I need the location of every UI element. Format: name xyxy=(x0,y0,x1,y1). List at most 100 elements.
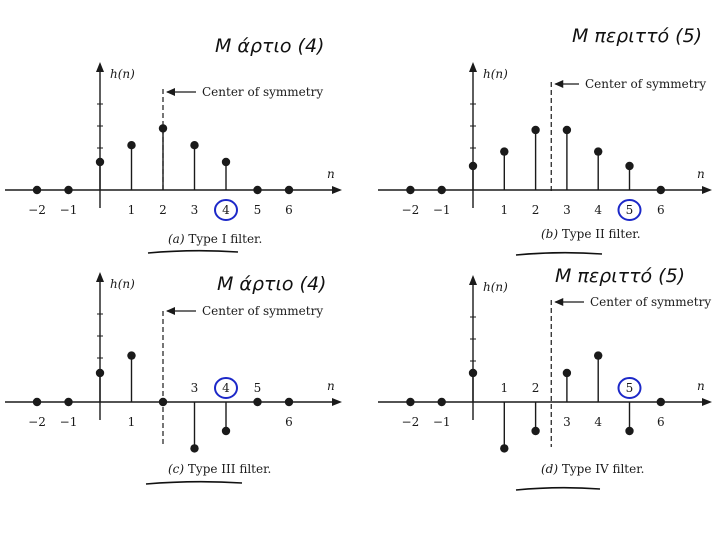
handwritten-note: M περιττό (5) xyxy=(572,25,702,47)
tick-label: 4 xyxy=(222,381,230,395)
panel-b: M περιττό (5)nh(n)Center of symmetry−2−1… xyxy=(378,25,712,256)
stem-marker xyxy=(127,351,136,360)
figure-caption: (c) Type III filter. xyxy=(168,462,271,476)
handwritten-note: M περιττό (5) xyxy=(555,265,685,287)
tick-label: 4 xyxy=(594,203,602,217)
tick-label: 5 xyxy=(626,381,634,395)
caption-letter: (b) xyxy=(541,227,558,241)
tick-label: 4 xyxy=(594,415,602,429)
figure-caption: (d) Type IV filter. xyxy=(541,462,644,476)
stem-marker xyxy=(284,397,294,407)
stem-marker xyxy=(625,426,634,436)
x-axis-label: n xyxy=(697,379,705,393)
stem-marker xyxy=(437,397,446,407)
stem-marker xyxy=(531,426,540,436)
stem-marker xyxy=(468,368,478,378)
caption-letter: (c) xyxy=(168,462,184,476)
stem-marker xyxy=(253,397,262,407)
tick-label: −1 xyxy=(433,415,451,429)
y-axis-arrow-icon xyxy=(469,62,477,72)
caption-text: Type II filter. xyxy=(558,227,641,241)
stem-marker xyxy=(32,185,42,195)
stem-marker xyxy=(95,368,105,378)
y-axis-arrow-icon xyxy=(469,275,477,285)
x-axis-arrow-icon xyxy=(702,398,712,406)
tick-label: 2 xyxy=(532,203,540,217)
caption-underline xyxy=(147,249,239,254)
center-of-symmetry-label: Center of symmetry xyxy=(585,77,706,91)
stem-marker xyxy=(127,141,136,150)
tick-label: 2 xyxy=(532,381,540,395)
x-axis-label: n xyxy=(327,167,335,181)
tick-label: −2 xyxy=(28,415,46,429)
stem-marker xyxy=(406,397,415,407)
tick-label: 5 xyxy=(254,203,262,217)
stem-marker xyxy=(625,161,634,171)
figure-caption: (b) Type II filter. xyxy=(541,227,641,241)
circled-tick-annotation xyxy=(214,199,238,221)
stem-marker xyxy=(500,444,509,453)
tick-label: −1 xyxy=(60,203,78,217)
handwritten-note: M άρτιο (4) xyxy=(217,273,326,295)
stem-marker xyxy=(158,397,168,407)
tick-label: 3 xyxy=(563,203,571,217)
caption-letter: (a) xyxy=(168,232,185,246)
caption-letter: (d) xyxy=(541,462,558,476)
tick-label: 1 xyxy=(128,415,136,429)
caption-underline xyxy=(145,480,243,485)
y-axis-label: h(n) xyxy=(110,277,135,291)
stem-marker xyxy=(656,185,665,195)
stem-marker xyxy=(531,125,540,135)
handwritten-note: M άρτιο (4) xyxy=(215,35,324,57)
stem-marker xyxy=(562,125,572,135)
x-axis-arrow-icon xyxy=(332,186,342,194)
tick-label: 5 xyxy=(254,381,262,395)
panel-d: M περιττό (5)nh(n)Center of symmetry−2−1… xyxy=(378,265,712,491)
tick-label: 1 xyxy=(500,381,508,395)
caption-underline xyxy=(515,251,603,256)
left-arrow-icon xyxy=(554,298,564,306)
caption-text: Type IV filter. xyxy=(558,462,644,476)
stem-marker xyxy=(594,147,603,156)
tick-label: 6 xyxy=(657,415,665,429)
tick-label: −2 xyxy=(402,203,420,217)
tick-label: 6 xyxy=(657,203,665,217)
stem-marker xyxy=(221,157,231,167)
tick-label: −2 xyxy=(28,203,46,217)
stem-marker xyxy=(253,185,262,195)
stem-marker xyxy=(95,157,105,167)
tick-label: 2 xyxy=(159,203,167,217)
tick-label: 3 xyxy=(191,381,199,395)
stem-marker xyxy=(406,185,415,195)
tick-label: 4 xyxy=(222,203,230,217)
y-axis-label: h(n) xyxy=(110,67,135,81)
center-of-symmetry-label: Center of symmetry xyxy=(202,85,323,99)
x-axis-arrow-icon xyxy=(702,186,712,194)
left-arrow-icon xyxy=(166,88,175,96)
tick-label: −1 xyxy=(60,415,78,429)
caption-text: Type III filter. xyxy=(184,462,271,476)
left-arrow-icon xyxy=(166,307,175,315)
tick-label: 6 xyxy=(285,203,293,217)
tick-label: 3 xyxy=(563,415,571,429)
stem-marker xyxy=(190,444,199,453)
tick-label: −2 xyxy=(402,415,420,429)
stem-marker xyxy=(468,161,478,171)
stem-marker xyxy=(594,351,603,360)
y-axis-arrow-icon xyxy=(96,272,104,282)
circled-tick-annotation xyxy=(617,199,642,221)
x-axis-arrow-icon xyxy=(332,398,342,406)
figure-caption: (a) Type I filter. xyxy=(168,232,262,246)
stem-marker xyxy=(221,426,231,436)
stem-marker xyxy=(190,141,199,150)
tick-label: 5 xyxy=(626,203,634,217)
x-axis-label: n xyxy=(327,379,335,393)
x-axis-label: n xyxy=(697,167,705,181)
center-of-symmetry-label: Center of symmetry xyxy=(590,295,711,309)
tick-label: 1 xyxy=(500,203,508,217)
caption-underline xyxy=(515,486,601,491)
stem-marker xyxy=(158,124,168,133)
